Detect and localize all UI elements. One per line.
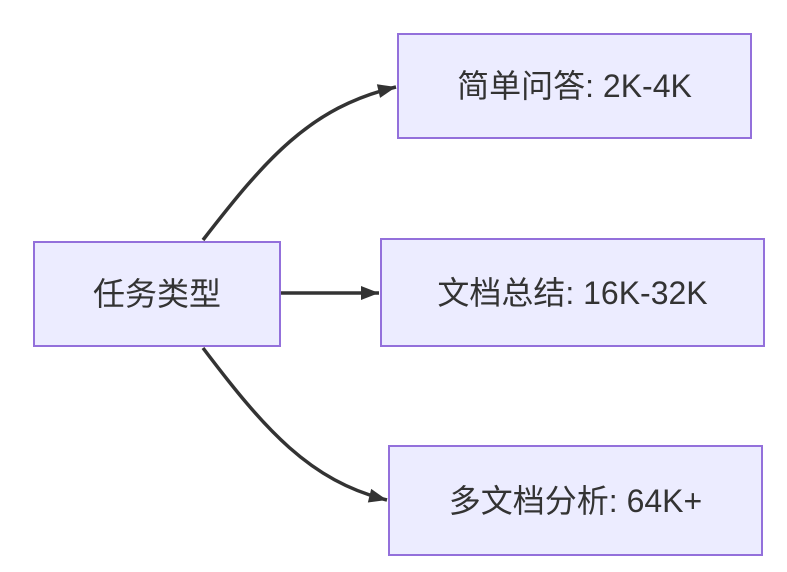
- node-simple-qa-label: 简单问答: 2K-4K: [457, 68, 692, 104]
- node-task-type-label: 任务类型: [92, 276, 221, 312]
- edge-root-to-simple-qa: [201, 84, 397, 242]
- node-simple-qa: 简单问答: 2K-4K: [397, 33, 752, 139]
- node-doc-summary: 文档总结: 16K-32K: [380, 238, 765, 347]
- edge-root-to-multi-doc: [201, 346, 388, 503]
- node-multi-doc-analysis: 多文档分析: 64K+: [388, 445, 763, 556]
- node-doc-summary-label: 文档总结: 16K-32K: [437, 274, 708, 311]
- node-task-type: 任务类型: [33, 241, 281, 347]
- node-multi-doc-analysis-label: 多文档分析: 64K+: [448, 482, 703, 519]
